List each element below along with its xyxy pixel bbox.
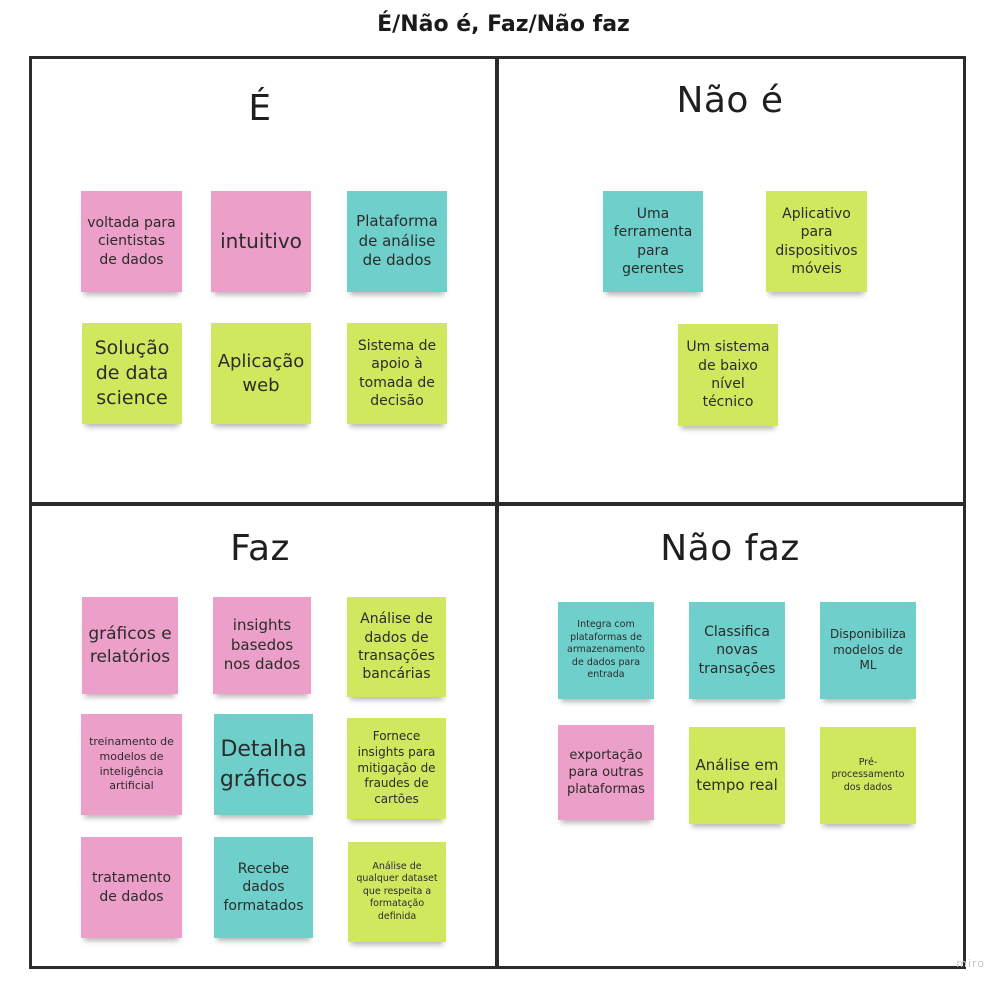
quadrant-nao-e-title: Não é bbox=[676, 80, 784, 121]
sticky-note[interactable]: Recebe dados formatados bbox=[214, 837, 313, 938]
sticky-note[interactable]: Plataforma de análise de dados bbox=[347, 191, 447, 292]
sticky-note[interactable]: Um sistema de baixo nível técnico bbox=[678, 324, 778, 426]
board-title: É/Não é, Faz/Não faz bbox=[377, 12, 630, 37]
quadrant-e-title: É bbox=[248, 88, 272, 129]
sticky-note[interactable]: Detalha gráficos bbox=[214, 714, 313, 815]
sticky-note[interactable]: Disponibiliza modelos de ML bbox=[820, 602, 916, 699]
grid-divider-vertical bbox=[495, 56, 499, 969]
sticky-note[interactable]: Sistema de apoio à tomada de decisão bbox=[347, 323, 447, 424]
grid-border-left bbox=[29, 56, 32, 969]
sticky-note[interactable]: voltada para cientistas de dados bbox=[81, 191, 182, 292]
sticky-note[interactable]: gráficos e relatórios bbox=[82, 597, 178, 694]
sticky-note[interactable]: Uma ferramenta para gerentes bbox=[603, 191, 703, 292]
sticky-note[interactable]: Pré-processamento dos dados bbox=[820, 727, 916, 824]
miro-watermark: miro bbox=[956, 957, 985, 970]
quadrant-nao-faz-title: Não faz bbox=[660, 528, 800, 569]
grid-divider-horizontal bbox=[30, 502, 966, 506]
sticky-note[interactable]: Análise de dados de transações bancárias bbox=[347, 597, 446, 697]
sticky-note[interactable]: Classifica novas transações bbox=[689, 602, 785, 699]
sticky-note[interactable]: Análise em tempo real bbox=[689, 727, 785, 824]
grid-border-right bbox=[963, 56, 966, 969]
sticky-note[interactable]: exportação para outras plataformas bbox=[558, 725, 654, 820]
sticky-note[interactable]: intuitivo bbox=[211, 191, 311, 292]
sticky-note[interactable]: Aplicativo para dispositivos móveis bbox=[766, 191, 867, 292]
sticky-note[interactable]: Aplicação web bbox=[211, 323, 311, 424]
sticky-note[interactable]: insights basedos nos dados bbox=[213, 597, 311, 694]
sticky-note[interactable]: treinamento de modelos de inteligência a… bbox=[81, 714, 182, 815]
sticky-note[interactable]: Fornece insights para mitigação de fraud… bbox=[347, 718, 446, 819]
sticky-note[interactable]: tratamento de dados bbox=[81, 837, 182, 938]
sticky-note[interactable]: Integra com plataformas de armazenamento… bbox=[558, 602, 654, 699]
sticky-note[interactable]: Análise de qualquer dataset que respeita… bbox=[348, 842, 446, 942]
quadrant-faz-title: Faz bbox=[230, 528, 290, 569]
sticky-note[interactable]: Solução de data science bbox=[82, 323, 182, 424]
